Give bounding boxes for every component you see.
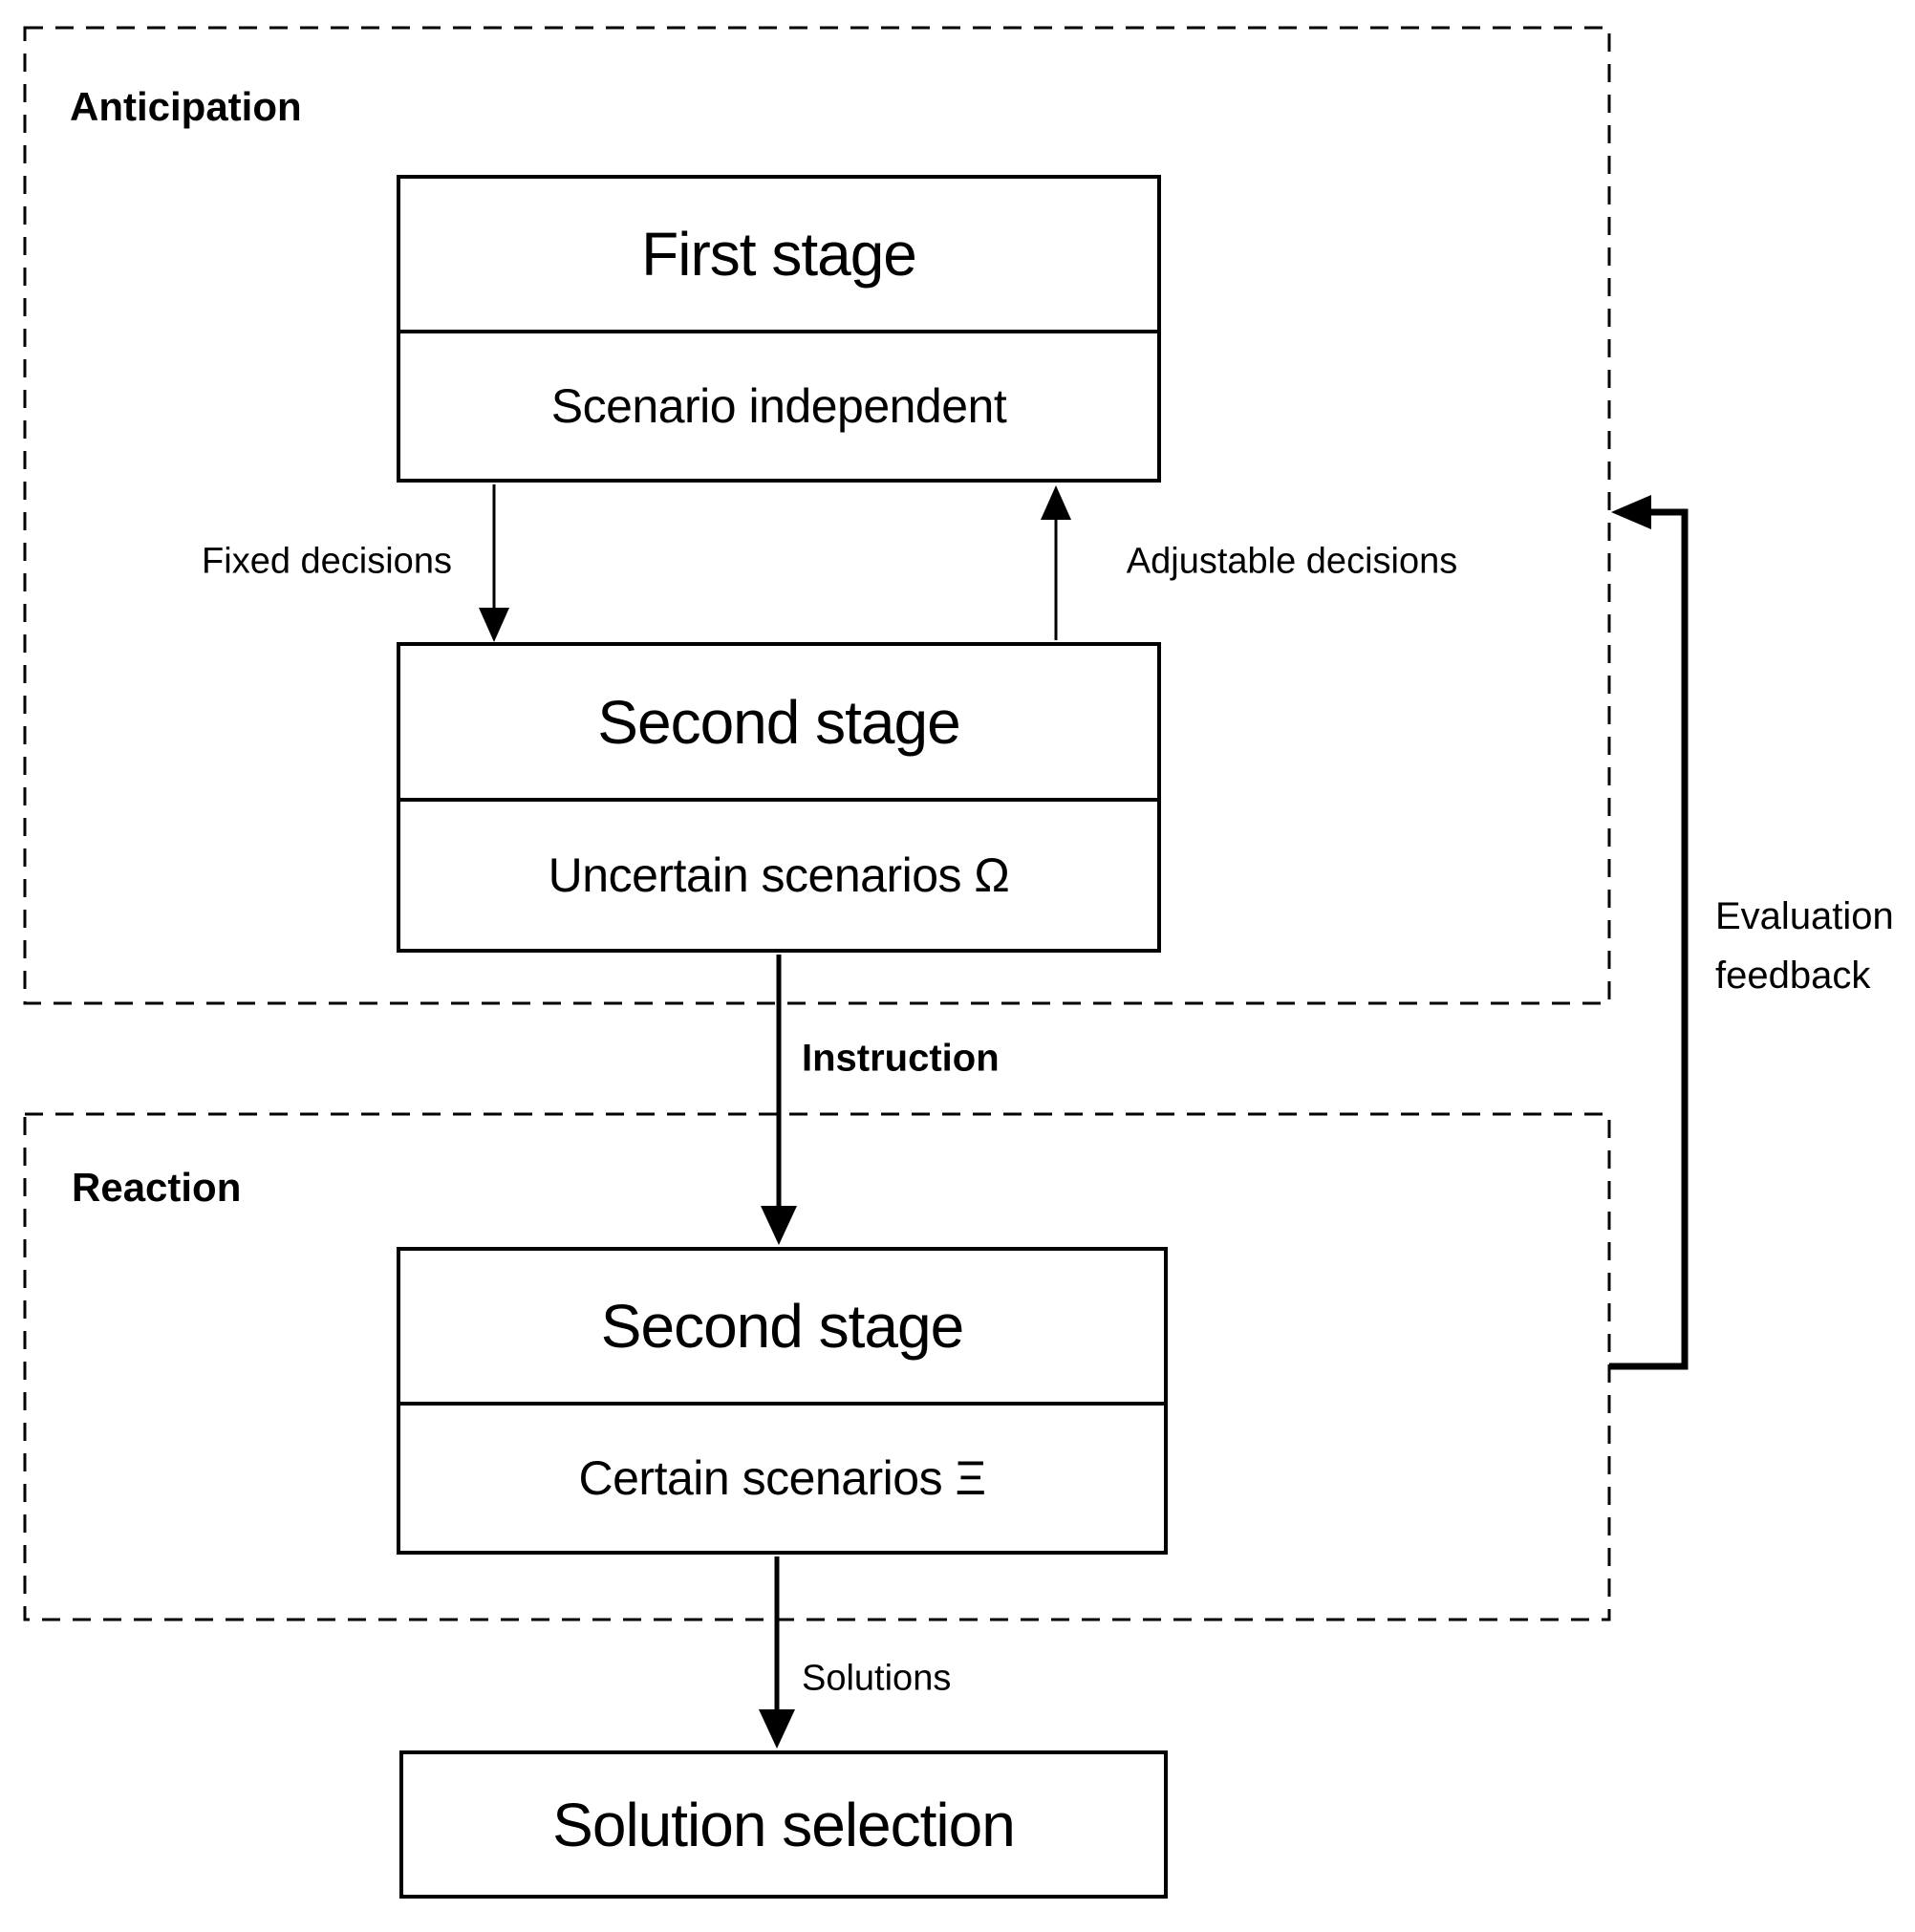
evaluation-feedback-line2: feedback [1715, 955, 1871, 997]
fixed-decisions-arrow [479, 484, 509, 642]
anticipation-region-label: Anticipation [70, 84, 302, 129]
second-stage-reaction-subtitle: Certain scenarios Ξ [400, 1402, 1164, 1551]
adjustable-decisions-label: Adjustable decisions [1126, 541, 1458, 582]
first-stage-title: First stage [641, 220, 917, 289]
evaluation-feedback-line1: Evaluation [1715, 895, 1894, 937]
fixed-decisions-label: Fixed decisions [202, 541, 452, 582]
first-stage-subtitle: Scenario independent [400, 330, 1157, 479]
second-stage-anticipation-box: Second stage Uncertain scenarios Ω [397, 642, 1161, 953]
first-stage-box: First stage Scenario independent [397, 175, 1161, 483]
evaluation-feedback-arrow [1609, 495, 1689, 1370]
evaluation-feedback-label: Evaluation feedback [1715, 887, 1894, 1005]
second-stage-reaction-box: Second stage Certain scenarios Ξ [397, 1247, 1168, 1555]
reaction-region-label: Reaction [72, 1165, 242, 1210]
second-stage-anticipation-subtitle: Uncertain scenarios Ω [400, 798, 1157, 949]
instruction-label: Instruction [802, 1037, 1000, 1080]
solution-selection-box: Solution selection [399, 1750, 1168, 1899]
solutions-label: Solutions [802, 1658, 952, 1699]
second-stage-reaction-title: Second stage [600, 1292, 964, 1361]
solutions-arrow [759, 1556, 795, 1749]
adjustable-decisions-arrow [1041, 485, 1071, 640]
second-stage-anticipation-title: Second stage [597, 687, 960, 757]
instruction-arrow [761, 955, 797, 1245]
